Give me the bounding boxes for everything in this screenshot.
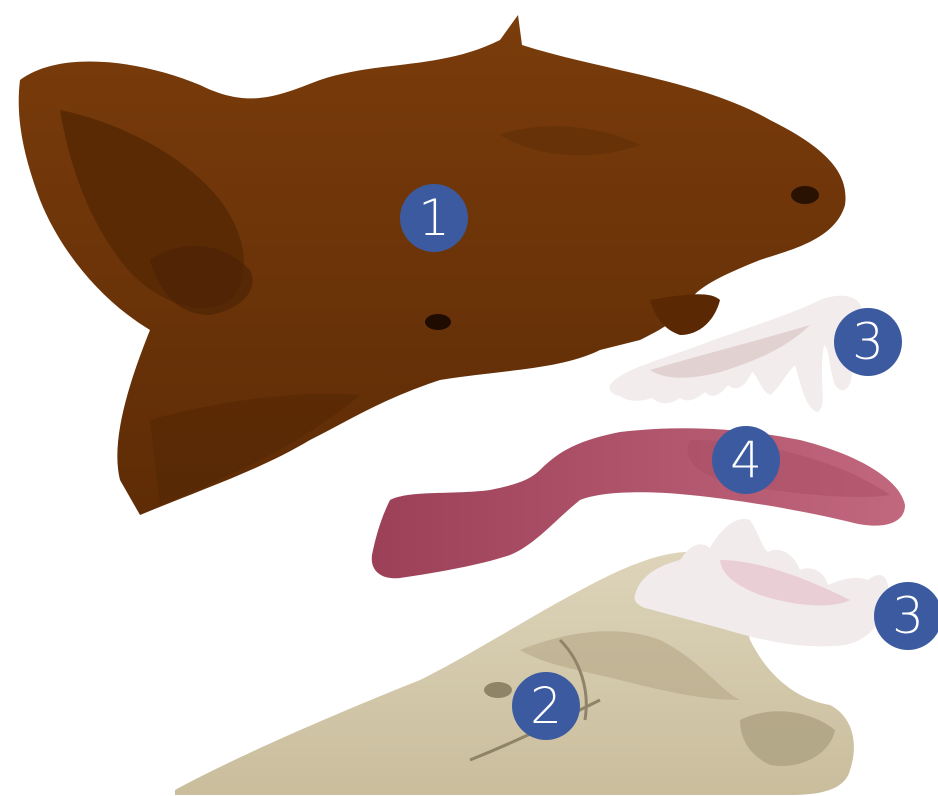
nostril [791, 186, 819, 204]
label-badge-upper-teeth: 3 [834, 308, 902, 376]
skull-hole [484, 682, 512, 698]
label-badge-tongue: 4 [712, 426, 780, 494]
label-badge-head: 1 [400, 184, 468, 252]
tongue-shape [372, 428, 905, 578]
tongue-part [372, 428, 905, 578]
label-badge-lower-teeth: 3 [874, 582, 938, 650]
eye-hole [425, 314, 451, 330]
label-badge-skull: 2 [512, 672, 580, 740]
